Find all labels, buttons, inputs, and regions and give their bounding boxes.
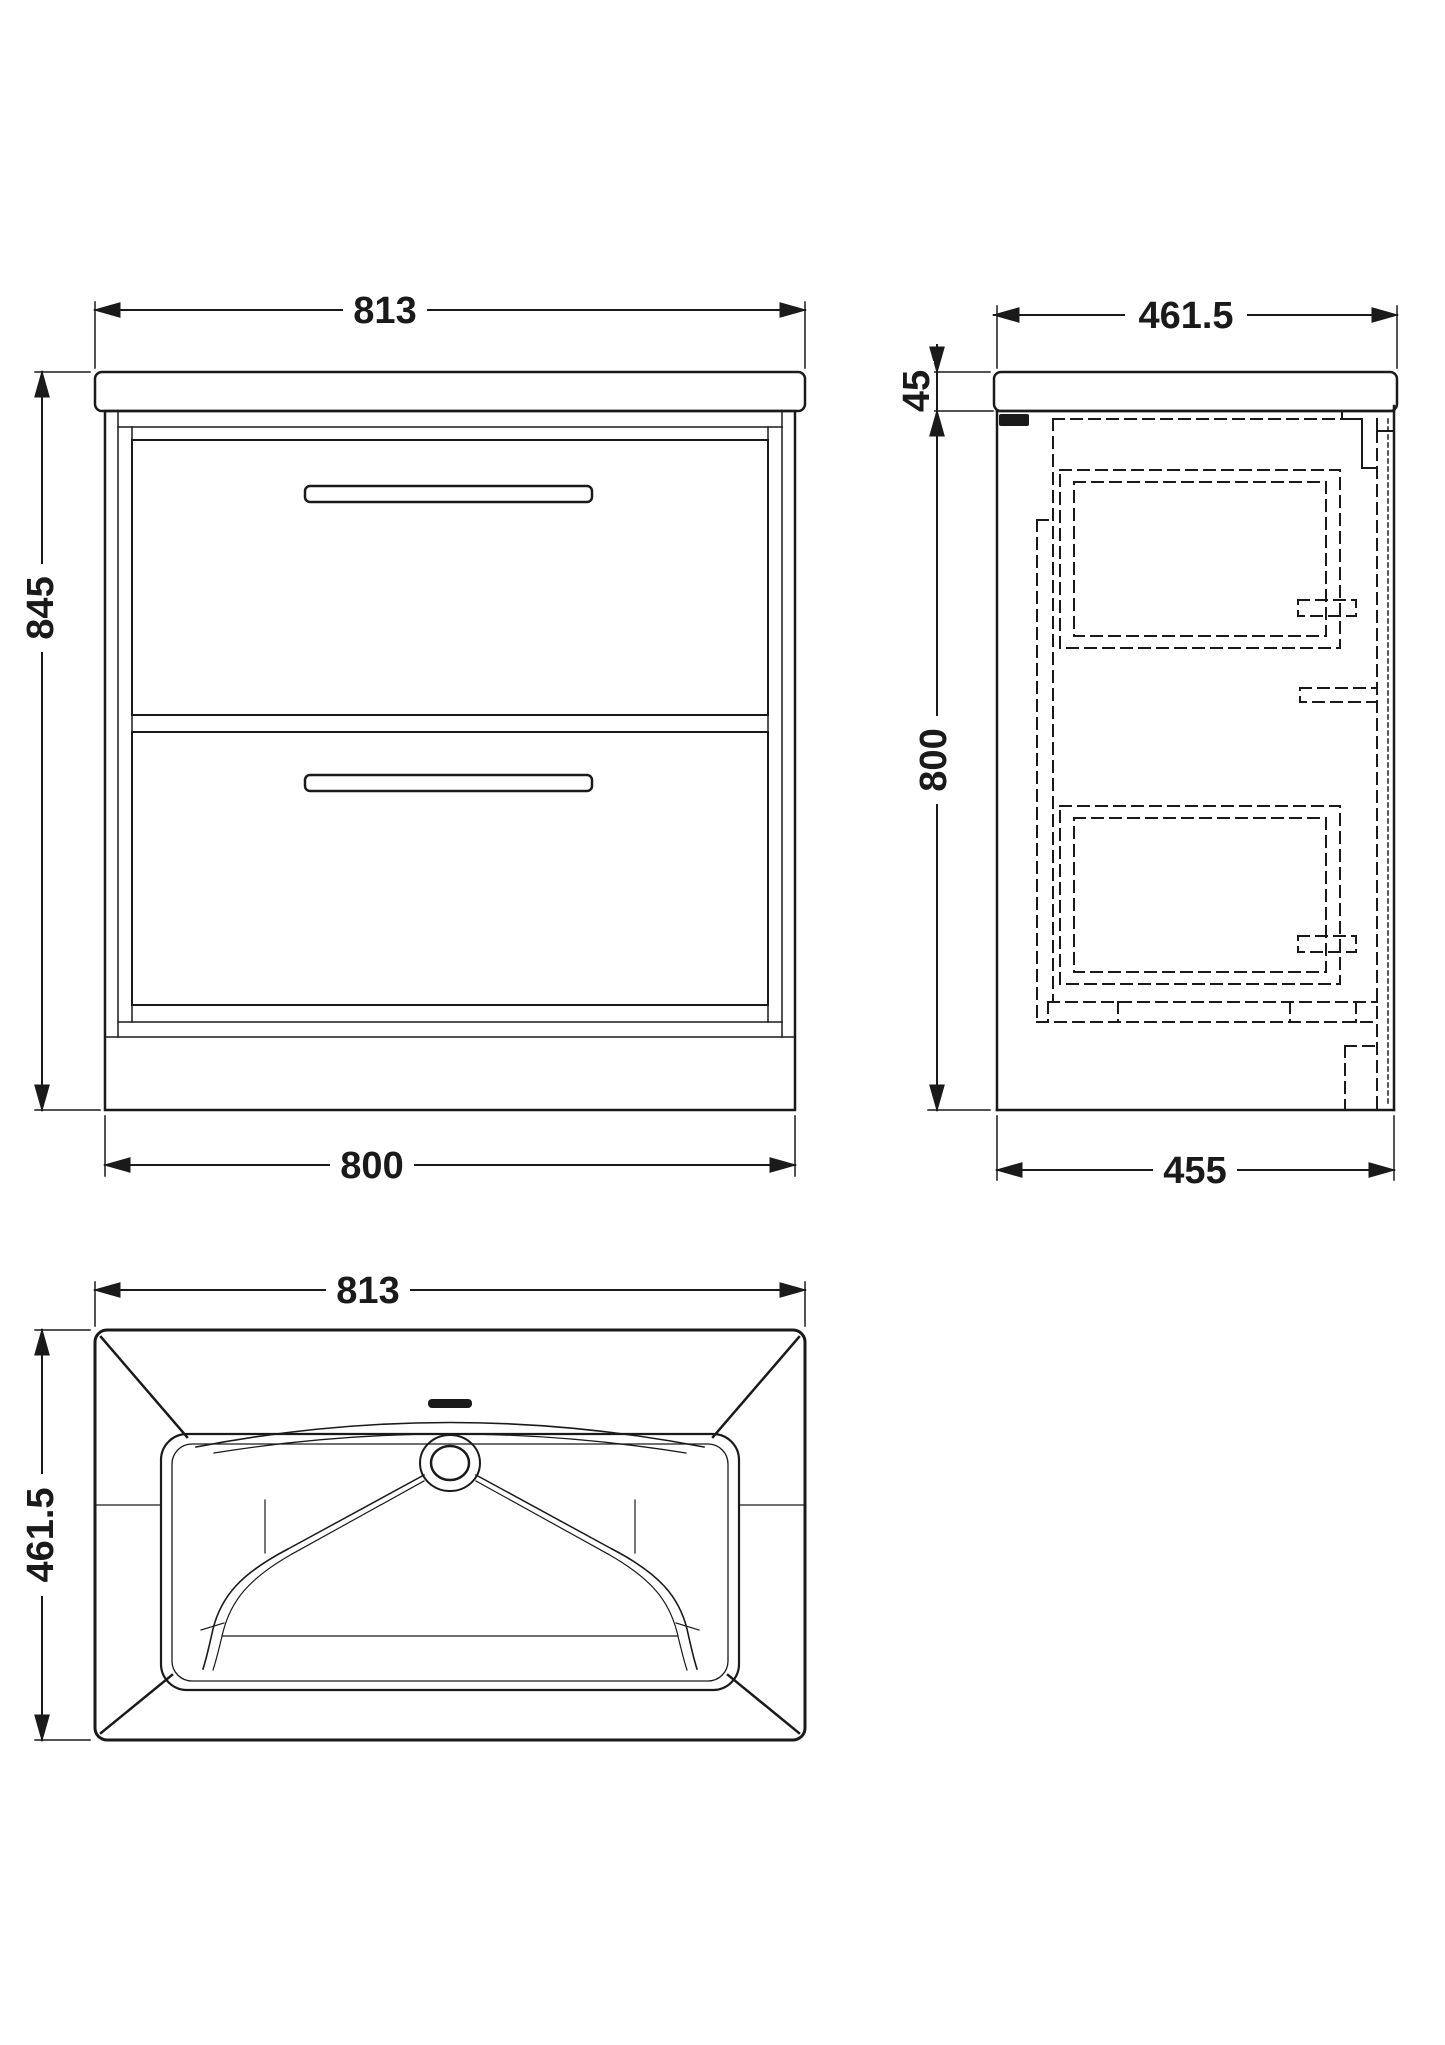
front-drawer-bottom [131,731,769,1006]
side-worktop-thickness-dimension: 45 [896,344,994,421]
plan-tap-hole [419,1434,481,1492]
front-elevation-view: 813 845 [20,290,808,1187]
front-height-label: 845 [20,576,62,639]
side-drawer-runner-bottom-hidden [1297,935,1357,953]
plan-basin-rim-outer [159,1432,741,1692]
side-runner-bracket-hidden [1299,687,1378,703]
side-depth-dimension: 461.5 [991,295,1400,369]
plan-overflow-slot [428,1399,472,1408]
side-fixing-clip [999,414,1029,426]
front-basin-top [93,370,807,413]
plan-depth-label: 461.5 [20,1487,62,1582]
side-worktop-thickness-label: 45 [896,370,938,412]
side-height-label: 800 [913,728,955,791]
side-drawer-box-bottom-inner-hidden [1073,817,1327,973]
plan-width-label: 813 [336,1270,399,1312]
plan-basin-rim-inner [171,1443,729,1682]
front-bottom-width-dimension: 800 [102,1115,798,1187]
plan-width-dimension: 813 [92,1270,808,1327]
front-bottom-width-label: 800 [340,1145,403,1187]
front-width-label: 813 [353,290,416,332]
side-drawer-box-top-hidden [1059,469,1341,649]
side-bottom-depth-label: 455 [1163,1150,1226,1192]
plan-bowl-contours [94,1473,806,1671]
side-height-dimension: 800 [913,408,991,1113]
side-elevation-view: 461.5 45 [896,295,1400,1192]
side-cabinet-outline [995,404,1396,1112]
plan-corner-chamfers [99,1335,801,1735]
front-drawer-top [131,439,769,716]
basin-plan-view: 813 [20,1270,808,1743]
front-cabinet-body [103,409,797,1112]
front-width-dimension: 813 [92,290,808,369]
side-hidden-structure [1036,418,1389,1111]
front-drawer-bottom-handle [303,773,594,793]
front-drawer-top-handle [303,484,594,504]
front-height-dimension: 845 [20,369,101,1113]
side-drawer-box-top-inner-hidden [1073,481,1327,637]
side-basin-top [992,370,1399,413]
front-cabinet-frame-lines [104,410,796,1038]
plan-depth-dimension: 461.5 [20,1327,91,1743]
side-bottom-depth-dimension: 455 [994,1115,1397,1192]
side-drawer-box-bottom-hidden [1059,805,1341,985]
plan-rim-back-curve [195,1421,705,1448]
plan-basin-outer-edge [93,1328,807,1742]
side-depth-label: 461.5 [1138,295,1233,337]
side-drawer-runner-top-hidden [1297,599,1357,617]
